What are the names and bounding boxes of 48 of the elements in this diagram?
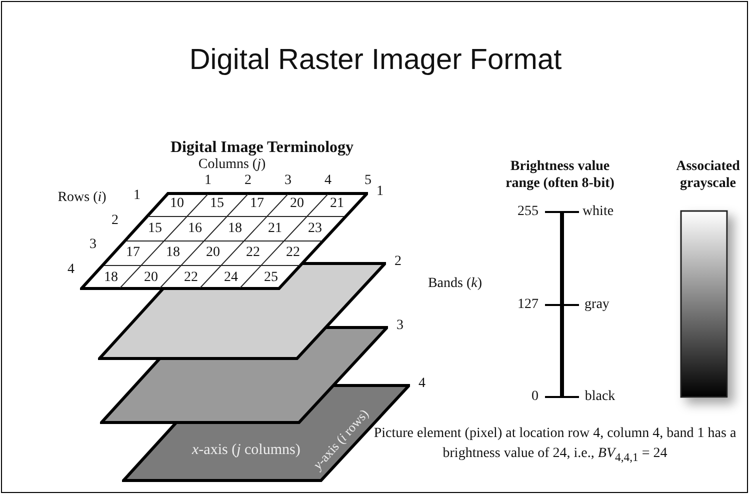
pixel-value: 18	[228, 220, 242, 237]
pixel-value: 18	[104, 270, 118, 286]
scale-value: 0	[532, 389, 538, 405]
scale-value: 127	[518, 297, 538, 313]
axis-title: Bands (k)	[428, 276, 482, 292]
pixel-value: 22	[286, 245, 300, 262]
pixel-value: 20	[290, 196, 304, 212]
scale-heading: Brightness value range (often 8-bit)	[504, 158, 616, 192]
band-number: 3	[396, 318, 404, 334]
grayscale-bar	[680, 210, 728, 398]
scale-value: 255	[518, 204, 538, 220]
column-number: 2	[244, 173, 252, 189]
row-number: 1	[134, 188, 140, 204]
pixel-value: 20	[144, 270, 158, 286]
row-number: 4	[68, 262, 74, 278]
title: Digital Raster Imager Format	[188, 44, 563, 77]
pixel-value: 15	[210, 196, 224, 212]
pixel-value: 23	[308, 220, 322, 237]
band-number: 4	[418, 376, 426, 392]
pixel-value: 24	[224, 270, 238, 286]
pixel-value: 17	[126, 245, 140, 262]
column-number: 3	[284, 173, 292, 189]
pixel-value: 15	[148, 220, 162, 237]
band-number: 1	[376, 184, 384, 200]
axis-title: Rows (i)	[58, 190, 106, 206]
axis-title: Columns (j)	[198, 157, 266, 173]
pixel-value: 25	[264, 270, 278, 286]
row-number: 2	[112, 212, 118, 229]
pixel-value: 20	[206, 245, 220, 262]
pixel-value: 18	[166, 245, 180, 262]
axis-label: x-axis (j columns)	[192, 442, 300, 459]
row-number: 3	[90, 237, 96, 254]
scale-value-name: white	[582, 204, 614, 220]
scale-value-name: black	[584, 389, 616, 405]
column-number: 5	[364, 173, 372, 189]
pixel-value: 10	[170, 196, 184, 212]
band-number: 2	[394, 254, 402, 270]
pixel-value: 22	[184, 270, 198, 286]
column-number: 1	[204, 173, 212, 189]
pixel-value: 21	[268, 220, 282, 237]
pixel-value: 21	[330, 196, 344, 212]
subheading: Digital Image Terminology	[170, 139, 354, 157]
scale-heading: Associated grayscale	[675, 158, 741, 192]
scale-value-name: gray	[584, 297, 610, 313]
pixel-value: 16	[188, 220, 202, 237]
column-number: 4	[324, 173, 332, 189]
pixel-value: 17	[250, 196, 264, 212]
pixel-value: 22	[246, 245, 260, 262]
